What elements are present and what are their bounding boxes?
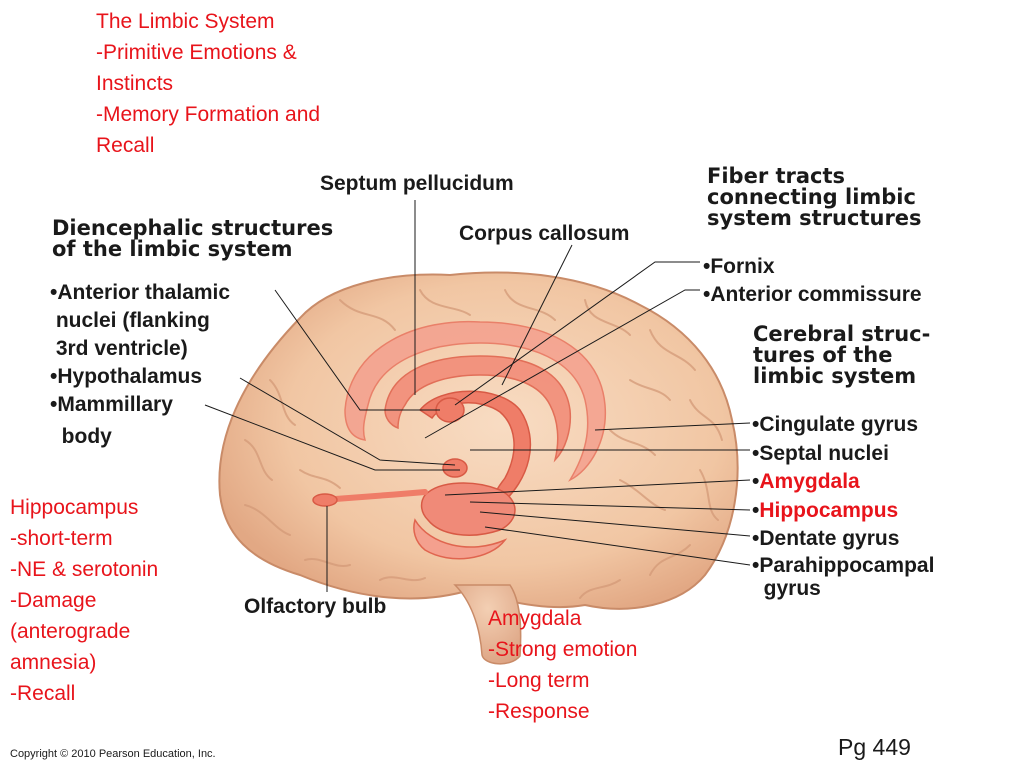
item-text: Dentate gyrus	[759, 527, 900, 550]
heading-line: limbic system	[753, 364, 917, 388]
leader-lines	[204, 200, 751, 592]
hippocampus-note: Hippocampus -short-term -NE & serotonin …	[10, 492, 158, 709]
heading-line: tures of the	[753, 343, 893, 367]
bullet: •	[752, 470, 760, 493]
bullet: •	[752, 498, 760, 522]
note-line: -Recall	[10, 682, 76, 705]
cerebral-structures-heading: Cerebral struc- tures of the limbic syst…	[753, 324, 930, 387]
parahippocampal-gyrus-label: gyrus	[752, 576, 934, 600]
cerebral-structures-list: •Cingulate gyrus •Septal nuclei •Amygdal…	[752, 411, 934, 600]
fiber-tracts-heading: Fiber tracts connecting limbic system st…	[707, 166, 922, 229]
title-line: The Limbic System	[96, 10, 275, 33]
amygdala-label: •Amygdala	[752, 468, 934, 497]
heading-line: connecting limbic	[707, 185, 916, 209]
heading-line: Fiber tracts	[707, 164, 846, 188]
diencephalic-list: •Anterior thalamic nuclei (flanking 3rd …	[50, 279, 230, 451]
hypothalamus-label: •Hypothalamus	[50, 365, 203, 388]
dentate-gyrus-label: •Dentate gyrus	[752, 525, 934, 554]
note-line: -Strong emotion	[488, 638, 638, 661]
cerebrum-shape	[218, 271, 739, 610]
item-text: gyrus	[752, 576, 821, 600]
item-text: Hippocampus	[759, 498, 899, 522]
anterior-thalamic-label: nuclei (flanking	[50, 309, 210, 332]
title-line: Instincts	[96, 72, 174, 95]
item-text: Amygdala	[759, 470, 860, 493]
anterior-thalamic-label: 3rd ventricle)	[50, 337, 188, 360]
mammillary-body-label: •Mammillary	[50, 393, 173, 416]
bullet: •	[752, 441, 760, 465]
note-line: (anterograde	[10, 620, 131, 643]
bullet: •	[752, 553, 760, 577]
cingulate-gyrus-label: •Cingulate gyrus	[752, 411, 934, 440]
septal-nuclei-label: •Septal nuclei	[752, 440, 934, 469]
note-line: -Damage	[10, 589, 97, 612]
title-line: Recall	[96, 134, 155, 157]
fiber-tracts-list: •Fornix •Anterior commissure	[703, 253, 922, 309]
note-line: -Long term	[488, 669, 590, 692]
heading-line: of the limbic system	[52, 237, 293, 261]
fornix-label: •Fornix	[703, 255, 775, 278]
title-line: -Primitive Emotions &	[96, 41, 297, 64]
note-line: -short-term	[10, 527, 113, 550]
note-line: Amygdala	[488, 607, 582, 630]
mammillary-body-label: body	[50, 425, 112, 448]
title-line: -Memory Formation and	[96, 103, 321, 126]
limbic-system-title: The Limbic System -Primitive Emotions & …	[96, 6, 320, 161]
heading-line: system structures	[707, 206, 922, 230]
anterior-commissure-label: •Anterior commissure	[703, 283, 922, 306]
bullet: •	[752, 527, 760, 550]
parahippocampal-gyrus-label: •Parahippocampal	[752, 554, 934, 578]
page-number: Pg 449	[838, 734, 911, 760]
heading-line: Cerebral struc-	[753, 322, 931, 346]
heading-line: Diencephalic structures	[52, 216, 334, 240]
septum-pellucidum-label: Septum pellucidum	[320, 172, 514, 195]
note-line: amnesia)	[10, 651, 97, 674]
parahippocampal-shape	[413, 518, 508, 560]
brainstem-shape	[453, 584, 522, 665]
note-line: Hippocampus	[10, 496, 139, 519]
hippocampus-shape	[420, 482, 516, 536]
bullet: •	[752, 413, 760, 436]
note-line: -Response	[488, 700, 590, 723]
item-text: Parahippocampal	[759, 553, 935, 577]
note-line: -NE & serotonin	[10, 558, 159, 581]
copyright-text: Copyright © 2010 Pearson Education, Inc.	[10, 748, 216, 760]
amygdala-note: Amygdala -Strong emotion -Long term -Res…	[488, 603, 637, 727]
anterior-thalamic-label: •Anterior thalamic	[50, 281, 231, 304]
item-text: Septal nuclei	[759, 441, 889, 465]
cingulate-gyrus-shape	[344, 320, 607, 482]
item-text: Cingulate gyrus	[759, 413, 919, 436]
corpus-callosum-label: Corpus callosum	[459, 222, 630, 245]
hippocampus-label: •Hippocampus	[752, 497, 934, 526]
diencephalic-heading: Diencephalic structures of the limbic sy…	[52, 218, 333, 260]
olfactory-bulb-label: Olfactory bulb	[244, 595, 387, 618]
